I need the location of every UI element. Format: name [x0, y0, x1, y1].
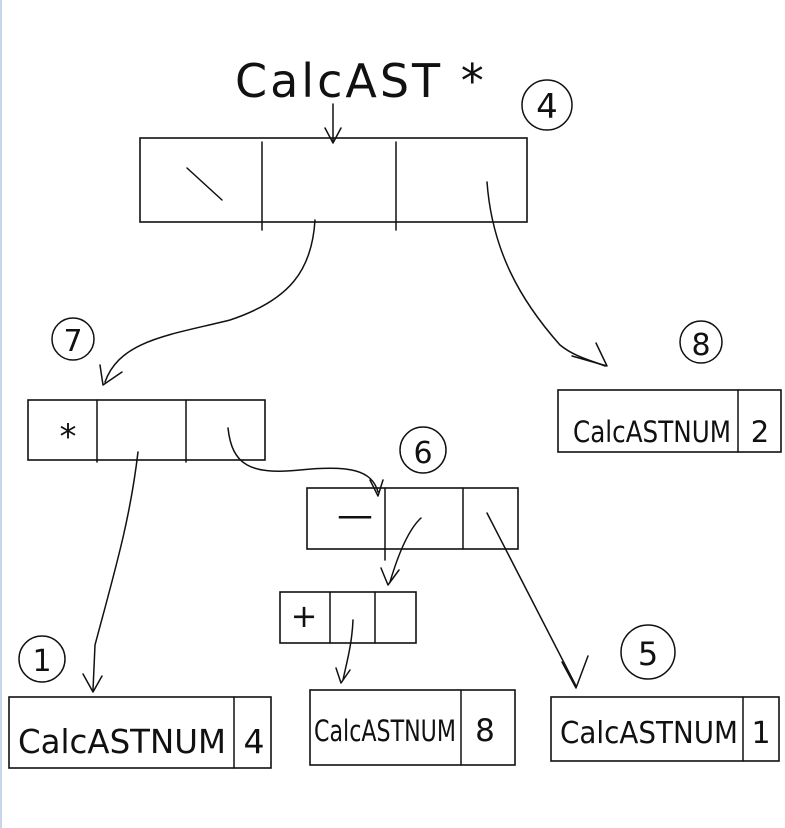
node8-box [557, 389, 782, 453]
node6-op-symbol: — [337, 495, 373, 536]
node5-number-circle [620, 624, 676, 680]
node5-number: 5 [638, 635, 658, 673]
node8-type-label: CalcASTNUM [573, 415, 731, 449]
root-node-op-symbol [186, 167, 223, 201]
node8-value: 2 [751, 415, 769, 449]
node5-value: 1 [751, 716, 770, 751]
arrow-node6-to-plus-head [380, 567, 400, 586]
node7-number-circle [51, 317, 95, 361]
arrow-plus-to-middle-num [342, 619, 354, 681]
left-border [0, 0, 2, 828]
plus-node-op-symbol: + [291, 597, 318, 635]
arrow-root-to-node8 [486, 181, 606, 367]
arrow-node7-to-node1 [92, 451, 139, 691]
node1-box [8, 696, 272, 769]
node-1: 1 CalcASTNUM 4 [8, 635, 272, 769]
plus-node: + [279, 591, 417, 644]
node7-number: 7 [63, 324, 82, 359]
node-8: 8 CalcASTNUM 2 [557, 320, 782, 453]
arrow-root-to-node8-head [571, 342, 608, 367]
node8-number: 8 [691, 328, 710, 363]
root-node-box [139, 137, 528, 223]
arrow-plus-to-middle-num-head [335, 667, 351, 684]
node-7: 7 * [27, 317, 266, 463]
title-pointer-arrowhead [324, 127, 342, 144]
node-middle: CalcASTNUM 8 [309, 689, 516, 766]
node-5: 5 CalcASTNUM 1 [550, 624, 780, 762]
root-node-number-circle [521, 79, 573, 131]
node-6: 6 — [306, 426, 519, 561]
arrow-node7-to-node6 [227, 427, 379, 493]
node7-box [27, 399, 266, 461]
arrow-root-to-node7 [104, 219, 316, 383]
node5-type-label: CalcASTNUM [560, 716, 738, 751]
root-node-number: 4 [536, 87, 558, 127]
node5-box [550, 696, 780, 762]
arrow-root-to-node7-head [99, 364, 123, 386]
arrow-node6-to-plus [389, 517, 422, 583]
diagram-title: CalcAST * [235, 54, 487, 108]
node7-op-symbol: * [60, 417, 77, 457]
plus-node-box [279, 591, 417, 644]
node8-number-circle [679, 320, 723, 364]
arrow-node6-to-node5-head [561, 655, 589, 689]
node6-number: 6 [413, 436, 432, 471]
node1-number-circle [18, 635, 66, 683]
node-middle-value: 8 [475, 713, 495, 749]
node1-type-label: CalcASTNUM [18, 722, 226, 761]
node-middle-box [309, 689, 516, 766]
node6-number-circle [399, 426, 447, 474]
node-middle-type-label: CalcASTNUM [314, 714, 456, 748]
node1-number: 1 [32, 644, 51, 679]
node1-value: 4 [244, 722, 265, 761]
arrow-node7-to-node1-head [82, 673, 103, 693]
arrow-node6-to-node5 [486, 512, 577, 687]
arrow-node7-to-node6-head [369, 479, 384, 497]
root-node: 4 \ [139, 79, 573, 231]
node6-box [306, 487, 519, 550]
